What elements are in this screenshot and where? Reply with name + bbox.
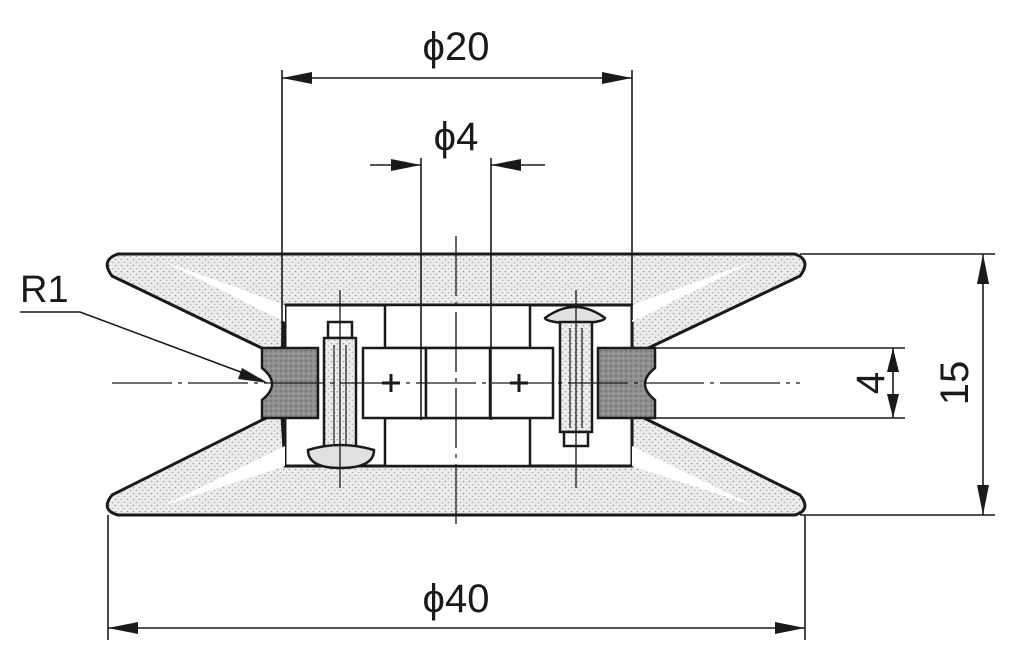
dimension-lines (20, 70, 995, 640)
center-lines (112, 236, 800, 530)
bore-diameter-label: ϕ20 (423, 25, 490, 69)
v-groove-profile (165, 262, 752, 505)
pin-diameter-label: ϕ4 (434, 115, 479, 159)
groove-width-label: 4 (849, 372, 893, 394)
fillet-radius-label: R1 (20, 269, 69, 311)
outer-diameter-label: ϕ40 (423, 577, 490, 621)
total-width-label: 15 (933, 361, 977, 406)
